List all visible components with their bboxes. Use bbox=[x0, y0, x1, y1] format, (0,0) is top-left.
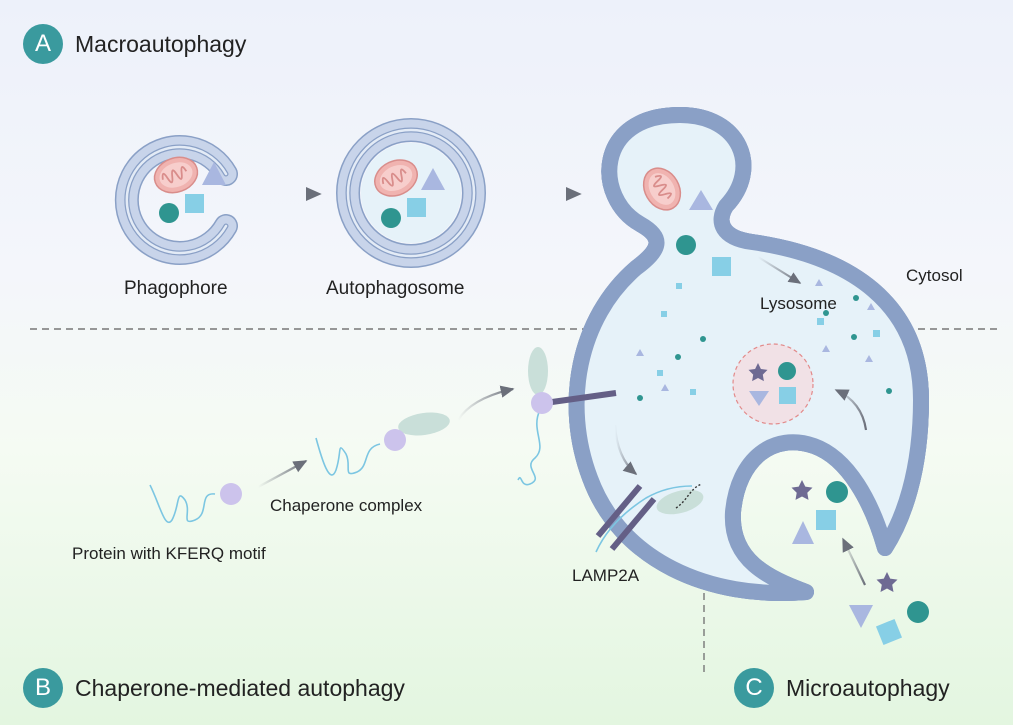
degraded-fragments bbox=[636, 279, 892, 401]
section-c-title: Microautophagy bbox=[786, 674, 950, 701]
section-b-header: B Chaperone-mediated autophagy bbox=[23, 668, 405, 708]
triangle-icon bbox=[849, 605, 873, 628]
square-icon bbox=[407, 198, 426, 217]
square-icon bbox=[712, 257, 731, 276]
section-b-title: Chaperone-mediated autophagy bbox=[75, 674, 405, 701]
phagophore-label: Phagophore bbox=[124, 278, 228, 299]
arrow-icon bbox=[257, 460, 308, 488]
chaperone-icon bbox=[531, 392, 553, 414]
lamp2a-channel bbox=[595, 483, 704, 553]
cytosol-label: Cytosol bbox=[906, 266, 963, 285]
triangle-icon bbox=[421, 168, 445, 190]
cma-protein-1 bbox=[149, 483, 242, 523]
circle-icon bbox=[907, 601, 929, 623]
arrow-icon bbox=[842, 537, 866, 586]
chaperone-icon bbox=[220, 483, 242, 505]
circle-icon bbox=[381, 208, 401, 228]
lamp2a-label: LAMP2A bbox=[572, 566, 640, 585]
cma-binding bbox=[517, 347, 617, 486]
micro-vesicle bbox=[732, 343, 814, 425]
triangle-icon bbox=[202, 162, 226, 185]
square-icon bbox=[779, 387, 796, 404]
square-icon bbox=[185, 194, 204, 213]
star-icon bbox=[876, 572, 898, 592]
triangle-icon bbox=[749, 391, 769, 406]
chaperone-complex-icon bbox=[398, 412, 450, 436]
triangle-icon bbox=[689, 190, 713, 210]
section-a-header: A Macroautophagy bbox=[23, 24, 246, 64]
chaperone-complex-icon bbox=[528, 347, 548, 395]
square-icon bbox=[875, 618, 903, 646]
arrow-icon bbox=[457, 385, 515, 421]
circle-icon bbox=[778, 362, 796, 380]
section-b-badge: B bbox=[23, 668, 63, 708]
micro-cargo-outside bbox=[849, 572, 929, 646]
phagophore bbox=[114, 135, 238, 265]
arrow-icon bbox=[613, 424, 638, 475]
section-c-badge: C bbox=[734, 668, 774, 708]
circle-icon bbox=[159, 203, 179, 223]
section-a-badge: A bbox=[23, 24, 63, 64]
chaperone-complex-label: Chaperone complex bbox=[270, 496, 423, 515]
lysosome-label: Lysosome bbox=[760, 294, 837, 313]
section-c-header: C Microautophagy bbox=[734, 668, 950, 708]
triangle-icon bbox=[792, 521, 814, 544]
cma-protein-2 bbox=[315, 412, 450, 476]
autophagosome-label: Autophagosome bbox=[326, 278, 465, 299]
autophagosome bbox=[336, 118, 486, 268]
square-icon bbox=[816, 510, 836, 530]
chaperone-complex-icon bbox=[656, 489, 704, 515]
protein-kferq-label: Protein with KFERQ motif bbox=[72, 544, 266, 563]
lamp2a-receptor bbox=[551, 390, 617, 405]
star-icon bbox=[791, 480, 813, 500]
arrow-icon bbox=[834, 389, 868, 431]
circle-icon bbox=[676, 235, 696, 255]
star-icon bbox=[748, 363, 768, 382]
micro-cargo-inside bbox=[791, 480, 848, 544]
chaperone-icon bbox=[384, 429, 406, 451]
circle-icon bbox=[826, 481, 848, 503]
section-a-title: Macroautophagy bbox=[75, 30, 247, 57]
arrow-icon bbox=[757, 256, 802, 284]
